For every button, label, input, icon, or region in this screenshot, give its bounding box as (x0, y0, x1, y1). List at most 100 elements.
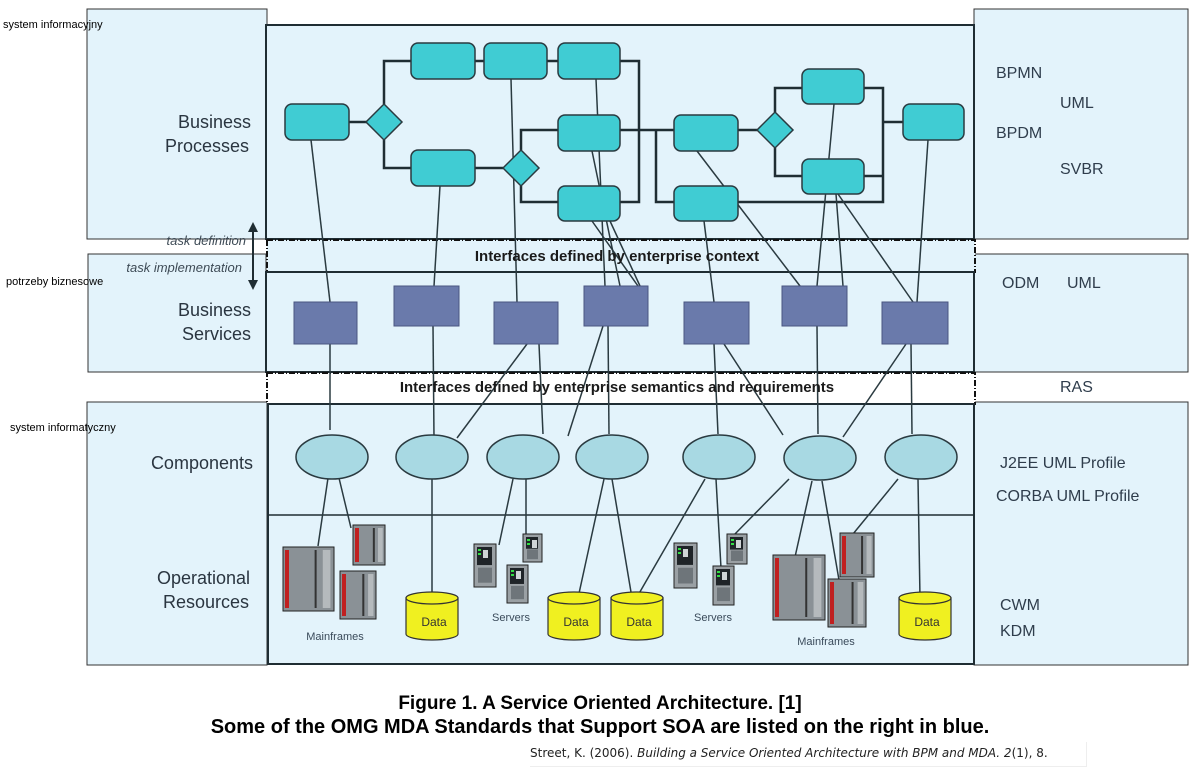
component-node (682, 434, 756, 480)
link-line (538, 343, 544, 435)
data-store-icon: Data (898, 591, 952, 641)
link-line (510, 78, 518, 303)
link-line (611, 478, 633, 599)
link-line (731, 478, 790, 538)
link-line (567, 325, 604, 437)
right-panel-services (973, 253, 1189, 373)
left-panel-system (86, 401, 268, 666)
link-line (609, 220, 641, 287)
server-icon (726, 533, 748, 565)
business-service-node (583, 285, 649, 327)
business-service-node (683, 301, 750, 345)
servers-label-left: Servers (492, 612, 530, 624)
link-line (917, 478, 921, 599)
standard-svbr: SVBR (1060, 161, 1104, 178)
link-line (916, 139, 929, 303)
gateway-diamond (501, 148, 541, 188)
component-nodes (295, 434, 958, 481)
link-line (595, 78, 606, 287)
mainframe-icon (839, 532, 875, 578)
flow-line (519, 186, 558, 204)
servers-label-right: Servers (694, 612, 732, 624)
data-store-label: Data (563, 615, 589, 629)
data-store-icon: Data (610, 591, 664, 641)
link-line (591, 220, 639, 287)
link-line (713, 343, 719, 435)
link-line (703, 220, 715, 303)
right-panel-system (973, 401, 1189, 666)
data-store-icon: Data (547, 591, 601, 641)
data-store-label: Data (626, 615, 652, 629)
figure-caption-title: Figure 1. A Service Oriented Architectur… (398, 693, 802, 714)
layer-label-operational-resources-line2: Resources (163, 592, 249, 612)
business-process-node (902, 103, 965, 141)
interface-context-label: Interfaces defined by enterprise context (475, 248, 759, 265)
link-line (310, 139, 331, 303)
business-process-node (557, 114, 621, 152)
link-line (816, 325, 819, 435)
link-line (577, 478, 605, 599)
link-line (636, 478, 706, 598)
flow-line (519, 128, 558, 150)
link-line (910, 343, 913, 435)
flow-line (773, 148, 802, 178)
interface-band-semantics (266, 372, 976, 405)
note-system-informacyjny: system informacyjny (3, 19, 103, 31)
link-line (432, 325, 435, 439)
component-node (575, 434, 649, 480)
mainframe-icon (339, 570, 377, 620)
business-service-node (293, 301, 358, 345)
business-process-node (284, 103, 350, 141)
component-node (783, 435, 857, 481)
citation-title: Building a Service Oriented Architecture… (637, 746, 1012, 760)
standard-ras: RAS (1060, 379, 1093, 396)
link-line (433, 185, 441, 287)
standard-corba-uml-profile: CORBA UML Profile (996, 488, 1140, 505)
link-line (723, 343, 784, 436)
layer-label-business-services-line1: Business (178, 300, 251, 320)
business-service-node (781, 285, 848, 327)
flow-line (382, 59, 411, 104)
link-line (338, 477, 352, 529)
gateway-nodes (364, 102, 795, 188)
note-potrzeby-biznesowe: potrzeby biznesowe (6, 276, 104, 288)
data-store-icon: Data (405, 591, 459, 641)
link-line (837, 193, 914, 303)
citation-suffix: (1), 8. (1011, 746, 1048, 760)
standard-kdm: KDM (1000, 623, 1036, 640)
note-system-informatyczny: system informatyczny (10, 422, 116, 434)
task-definition-label: task definition (167, 233, 247, 248)
link-line (821, 480, 840, 581)
business-process-node (483, 42, 548, 80)
standard-j2ee-uml-profile: J2EE UML Profile (1000, 455, 1126, 472)
business-process-node (673, 185, 739, 222)
left-panel-processes (86, 8, 268, 240)
task-arrow-up-head (248, 222, 258, 232)
task-arrow-down-head (248, 280, 258, 290)
link-line (696, 150, 801, 287)
business-service-nodes (293, 285, 949, 345)
interface-semantics-label: Interfaces defined by enterprise semanti… (400, 379, 834, 396)
figure-caption-subtitle: Some of the OMG MDA Standards that Suppo… (210, 716, 990, 738)
business-process-node (801, 158, 865, 195)
link-line (852, 478, 899, 535)
business-process-node (673, 114, 739, 152)
standard-odm: ODM (1002, 275, 1039, 292)
flow-line (773, 86, 802, 112)
layer-label-components: Components (151, 453, 253, 473)
server-icon (473, 543, 497, 588)
business-service-node (881, 301, 949, 345)
mainframes-label-right: Mainframes (797, 636, 855, 648)
flow-line (654, 130, 674, 204)
component-node (295, 434, 369, 480)
resource-nodes: Data Data Data Data (282, 524, 952, 641)
standard-bpdm: BPDM (996, 125, 1042, 142)
flow-line (382, 140, 411, 170)
layer-label-business-processes-line2: Processes (165, 136, 249, 156)
mainframe-icon (772, 554, 826, 621)
standard-uml-bp: UML (1060, 95, 1094, 112)
business-process-node (801, 68, 865, 105)
server-icon (522, 533, 543, 563)
gateway-diamond (755, 110, 795, 150)
